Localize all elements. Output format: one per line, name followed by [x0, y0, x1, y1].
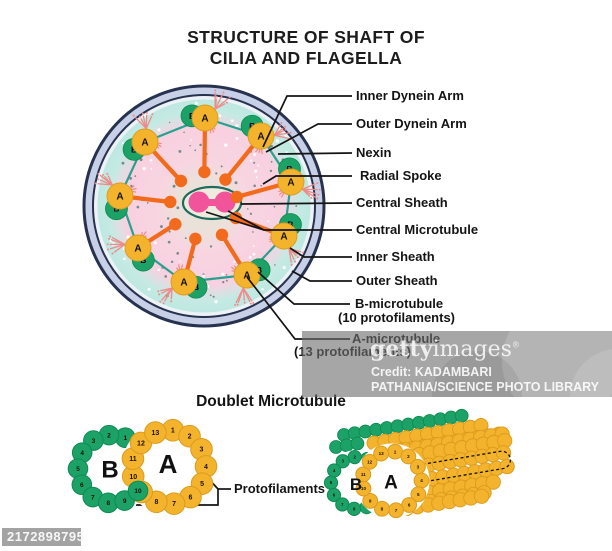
callout-inner-sheath: Inner Sheath — [356, 249, 435, 264]
callout-radial-spoke: Radial Spoke — [360, 168, 442, 183]
svg-text:4: 4 — [80, 450, 84, 457]
svg-text:1: 1 — [171, 428, 175, 435]
svg-text:2: 2 — [407, 454, 410, 459]
svg-text:10: 10 — [134, 488, 142, 495]
svg-text:3: 3 — [200, 447, 204, 454]
svg-text:5: 5 — [417, 492, 420, 497]
svg-text:A: A — [243, 271, 250, 282]
svg-text:3: 3 — [342, 459, 345, 464]
svg-text:3: 3 — [92, 438, 96, 445]
getty-logo: gettyimages® — [370, 336, 520, 362]
protofilaments-label: Protofilaments — [234, 481, 326, 496]
svg-text:5: 5 — [330, 480, 333, 485]
callout-outer-sheath: Outer Sheath — [356, 273, 438, 288]
svg-text:2: 2 — [107, 432, 111, 439]
svg-text:4: 4 — [420, 478, 423, 483]
svg-text:A: A — [201, 114, 208, 125]
svg-text:A: A — [134, 244, 141, 255]
svg-text:11: 11 — [129, 456, 137, 463]
svg-text:A: A — [141, 138, 148, 149]
svg-text:4: 4 — [204, 464, 208, 471]
svg-text:9: 9 — [123, 498, 127, 505]
svg-text:A: A — [287, 178, 294, 189]
cross-section-diagram: BABABABABABABABABA — [82, 84, 326, 328]
svg-text:8: 8 — [353, 506, 356, 511]
image-id-watermark: 2172898795 — [2, 528, 84, 546]
svg-text:12: 12 — [367, 459, 373, 464]
doublet-3d-diagram: 1234567891012345678910111213BA — [323, 408, 515, 519]
svg-text:10: 10 — [129, 474, 137, 481]
svg-text:10: 10 — [361, 486, 367, 491]
svg-text:A: A — [384, 473, 398, 494]
svg-text:11: 11 — [361, 472, 366, 477]
svg-text:1: 1 — [123, 435, 127, 442]
callout-central-microtubule: Central Microtubule — [356, 222, 479, 237]
svg-text:3: 3 — [417, 464, 420, 469]
watermark-credit-line2: PATHANIA/SCIENCE PHOTO LIBRARY — [371, 380, 600, 394]
svg-text:7: 7 — [172, 501, 176, 508]
watermark-credit-line1: Credit: KADAMBARI — [371, 365, 492, 379]
svg-text:6: 6 — [408, 503, 411, 508]
svg-text:8: 8 — [106, 500, 110, 507]
svg-text:2: 2 — [353, 455, 356, 460]
svg-text:A: A — [257, 132, 264, 143]
callout-b-microtubule: B-microtubule — [355, 296, 444, 311]
svg-text:7: 7 — [91, 494, 95, 501]
callout-nexin: Nexin — [356, 145, 392, 160]
svg-text:B: B — [350, 475, 362, 494]
svg-text:A: A — [116, 192, 123, 203]
doublet-microtubule-heading: Doublet Microtubule — [196, 393, 346, 410]
callout-inner-dynein-arm: Inner Dynein Arm — [356, 88, 464, 103]
svg-text:8: 8 — [381, 506, 384, 511]
svg-text:7: 7 — [341, 502, 344, 507]
getty-watermark: gettyimages® Credit: KADAMBARI PATHANIA/… — [302, 331, 612, 397]
svg-text:B: B — [101, 456, 118, 483]
svg-text:7: 7 — [395, 508, 398, 513]
svg-text:6: 6 — [189, 495, 193, 502]
svg-text:4: 4 — [333, 468, 336, 473]
svg-text:A: A — [159, 449, 178, 479]
svg-text:13: 13 — [379, 451, 385, 456]
svg-text:2: 2 — [188, 434, 192, 441]
callout-central-sheath: Central Sheath — [356, 195, 448, 210]
svg-text:5: 5 — [76, 466, 80, 473]
svg-text:6: 6 — [80, 482, 84, 489]
doublet-2d-diagram: 1234567812345678910111213910BA — [67, 418, 218, 515]
svg-text:A: A — [280, 232, 287, 243]
svg-text:13: 13 — [151, 430, 159, 437]
svg-text:8: 8 — [154, 499, 158, 506]
title-line-2: CILIA AND FLAGELLA — [209, 48, 403, 68]
svg-text:6: 6 — [333, 493, 336, 498]
page-title: STRUCTURE OF SHAFT OF CILIA AND FLAGELLA — [0, 27, 612, 69]
title-line-1: STRUCTURE OF SHAFT OF — [187, 27, 425, 47]
callout-b-microtubule-sub: (10 protofilaments) — [338, 310, 456, 325]
svg-text:12: 12 — [137, 440, 145, 447]
svg-text:5: 5 — [200, 481, 204, 488]
svg-text:A: A — [180, 278, 187, 289]
svg-text:9: 9 — [369, 499, 372, 504]
watermark-decor-circle — [502, 331, 612, 397]
callout-outer-dynein-arm: Outer Dynein Arm — [356, 116, 467, 131]
svg-text:1: 1 — [394, 449, 397, 454]
